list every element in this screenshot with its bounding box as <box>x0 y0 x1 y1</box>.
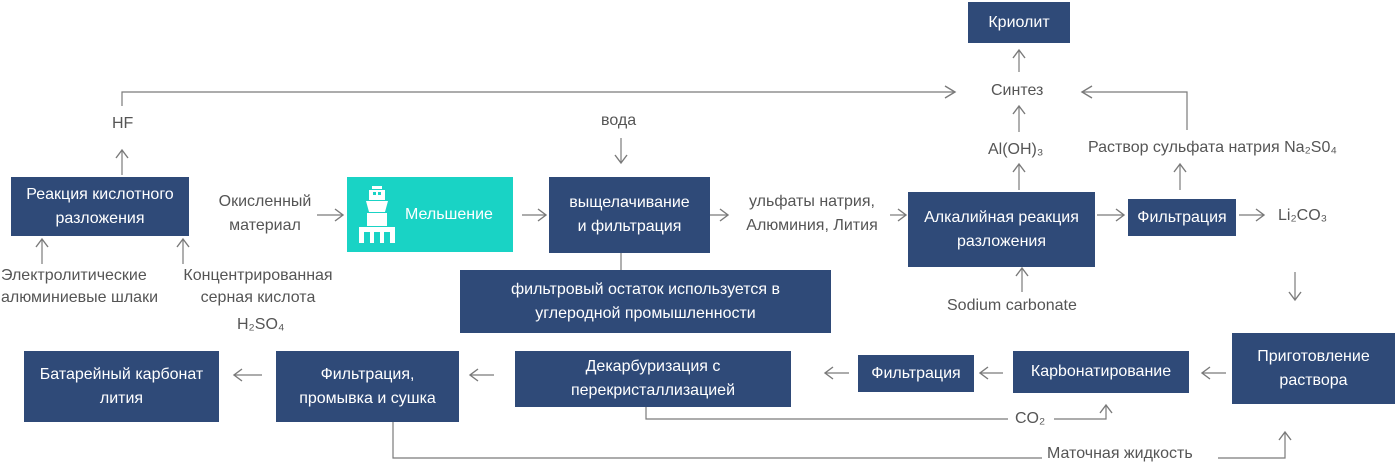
battery-li2co3-box: Батарейный карбонат лития <box>24 351 219 422</box>
filtration-bottom-label: Фильтрация <box>871 364 961 382</box>
battery-li2co3-label: Батарейный карбонат лития <box>39 365 204 407</box>
cryolite-box: Криолит <box>968 2 1070 43</box>
filtration-top-box: Фильтрация <box>1128 199 1236 236</box>
aloh3-label: Al(OH)₃ <box>988 141 1044 158</box>
filter-residue-label: фильтровый остаток используется в углеро… <box>510 280 781 322</box>
sulfates-label: ульфаты натрия, Алюминия, Лития <box>746 193 878 234</box>
sodium-carbonate-label: Sodium carbonate <box>947 297 1077 314</box>
synthesis-label: Синтез <box>991 82 1044 99</box>
carbonation-label: Карbонатирование <box>1030 363 1172 380</box>
solution-prep-label: Приготовление раствора <box>1257 347 1370 389</box>
leaching-box: выщелачивание и фильтрация <box>549 177 710 253</box>
filt-wash-dry-label: Фильтрация, промывка и сушка <box>299 365 436 407</box>
cryolite-label: Криолит <box>988 13 1050 31</box>
electrolytic-slag-label: Электролитические алюминиевые шлаки <box>1 267 159 306</box>
sulfuric-acid-label: Концентрированная серная кислота <box>183 267 333 306</box>
alkaline-reaction-box: Алкалийная реакция разложения <box>908 192 1095 267</box>
water-label: вода <box>601 112 637 129</box>
co2-label: CO₂ <box>1015 410 1046 427</box>
filtration-bottom-box: Фильтрация <box>858 355 974 392</box>
alkaline-reaction-label: Алкалийная реакция разложения <box>924 208 1079 250</box>
carbonation-box: Карbонатирование <box>1013 351 1189 393</box>
li2co3-label: Li₂CO₃ <box>1278 207 1328 224</box>
mill-icon <box>359 185 395 243</box>
acid-reaction-label: Реакция кислотного разложения <box>26 185 174 227</box>
na2so4-solution-label: Раствор сульфата натрия Na₂S0₄ <box>1088 139 1337 156</box>
leaching-label: выщелачивание и фильтрация <box>569 194 690 235</box>
milling-label: Мельшение <box>405 205 493 223</box>
oxidized-material-label: Окисленный материал <box>218 193 312 234</box>
filtration-top-label: Фильтрация <box>1137 208 1227 226</box>
mother-liquor-label: Маточная жидкость <box>1047 445 1193 462</box>
decarb-label: Декарбуризация с перекристаллизацией <box>570 358 736 399</box>
decarb-box: Декарбуризация с перекристаллизацией <box>515 351 791 407</box>
filter-residue-box: фильтровый остаток используется в углеро… <box>460 270 831 333</box>
hf-label: HF <box>112 115 134 132</box>
acid-reaction-box: Реакция кислотного разложения <box>11 177 189 236</box>
filt-wash-dry-box: Фильтрация, промывка и сушка <box>276 351 459 422</box>
milling-box: Мельшение <box>347 177 513 252</box>
solution-prep-box: Приготовление раствора <box>1232 333 1395 404</box>
h2so4-label: H₂SO₄ <box>237 316 285 333</box>
